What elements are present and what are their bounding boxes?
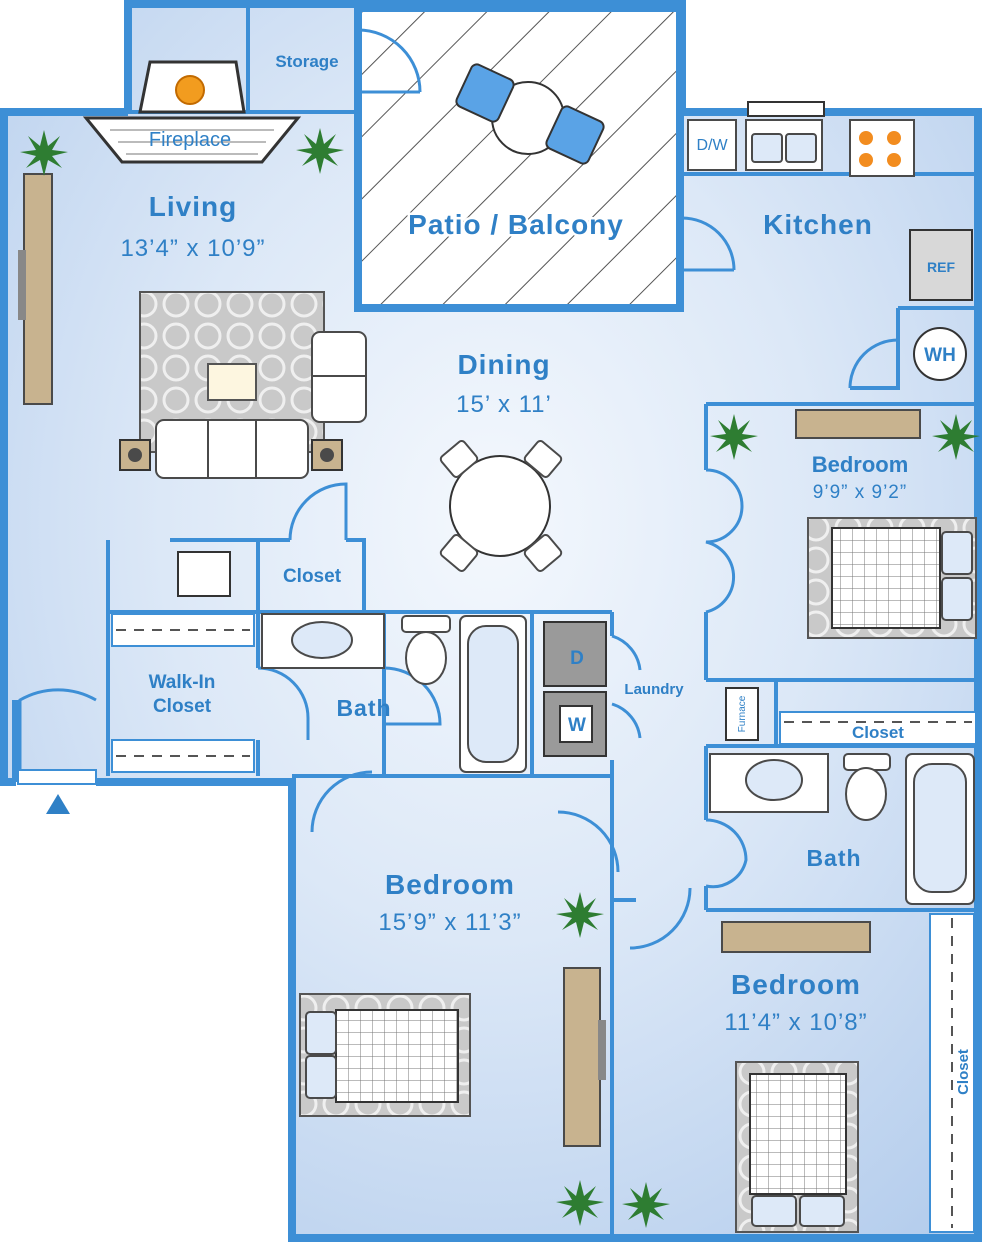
bedroom-master-furniture xyxy=(299,967,606,1147)
furnace-label: Furnace xyxy=(737,695,748,732)
fireplace-label: Fireplace xyxy=(149,129,231,151)
dining-room-name: Dining xyxy=(457,349,550,380)
vertical-closet-label: Closet xyxy=(955,1049,972,1095)
washer-label: W xyxy=(568,715,586,736)
dining-room-dimensions: 15’ x 11’ xyxy=(456,391,552,418)
walkin-closet-line2: Closet xyxy=(153,696,212,717)
water-heater-label: WH xyxy=(924,345,956,366)
plant-icons xyxy=(20,128,980,1228)
bedroom-small-name: Bedroom xyxy=(812,452,909,477)
bedroom-master-name: Bedroom xyxy=(385,869,515,900)
interior-walls xyxy=(106,4,978,1238)
hall-closet-label: Closet xyxy=(283,566,342,587)
bedroom-master-dimensions: 15’9” x 11’3” xyxy=(378,909,521,936)
main-bath-fixtures xyxy=(261,613,607,773)
entry-arrow-icon xyxy=(46,794,70,814)
second-bath-name: Bath xyxy=(806,845,861,871)
dishwasher-label: D/W xyxy=(696,137,728,154)
fireplace xyxy=(82,60,302,164)
living-room-dimensions: 13’4” x 10’9” xyxy=(120,235,265,262)
patio-table xyxy=(455,63,605,165)
bedroom-third-name: Bedroom xyxy=(731,969,861,1000)
furnace-and-closet xyxy=(725,687,977,745)
door-swings xyxy=(17,28,899,950)
living-room-name: Living xyxy=(149,191,237,222)
fridge-label: REF xyxy=(927,259,955,275)
dryer-label: D xyxy=(570,648,584,669)
laundry-label: Laundry xyxy=(624,681,684,698)
second-bath-fixtures xyxy=(709,753,975,905)
walkin-closet-line1: Walk-In xyxy=(149,672,216,693)
kitchen-fixtures xyxy=(687,101,973,381)
main-bath-name: Bath xyxy=(336,695,391,721)
bedroom-closet-label: Closet xyxy=(852,723,904,742)
dining-table xyxy=(439,440,563,572)
kitchen-name: Kitchen xyxy=(763,209,873,240)
living-furniture xyxy=(18,173,367,479)
bedroom-third-dimensions: 11’4” x 10’8” xyxy=(724,1009,867,1036)
storage-label: Storage xyxy=(275,52,338,71)
walkin-closet-shelves xyxy=(111,551,255,773)
bedroom-small-furniture xyxy=(795,409,977,639)
bedroom-third-furniture xyxy=(721,913,975,1233)
patio-name: Patio / Balcony xyxy=(408,209,624,240)
bedroom-small-dimensions: 9’9” x 9’2” xyxy=(813,482,907,503)
